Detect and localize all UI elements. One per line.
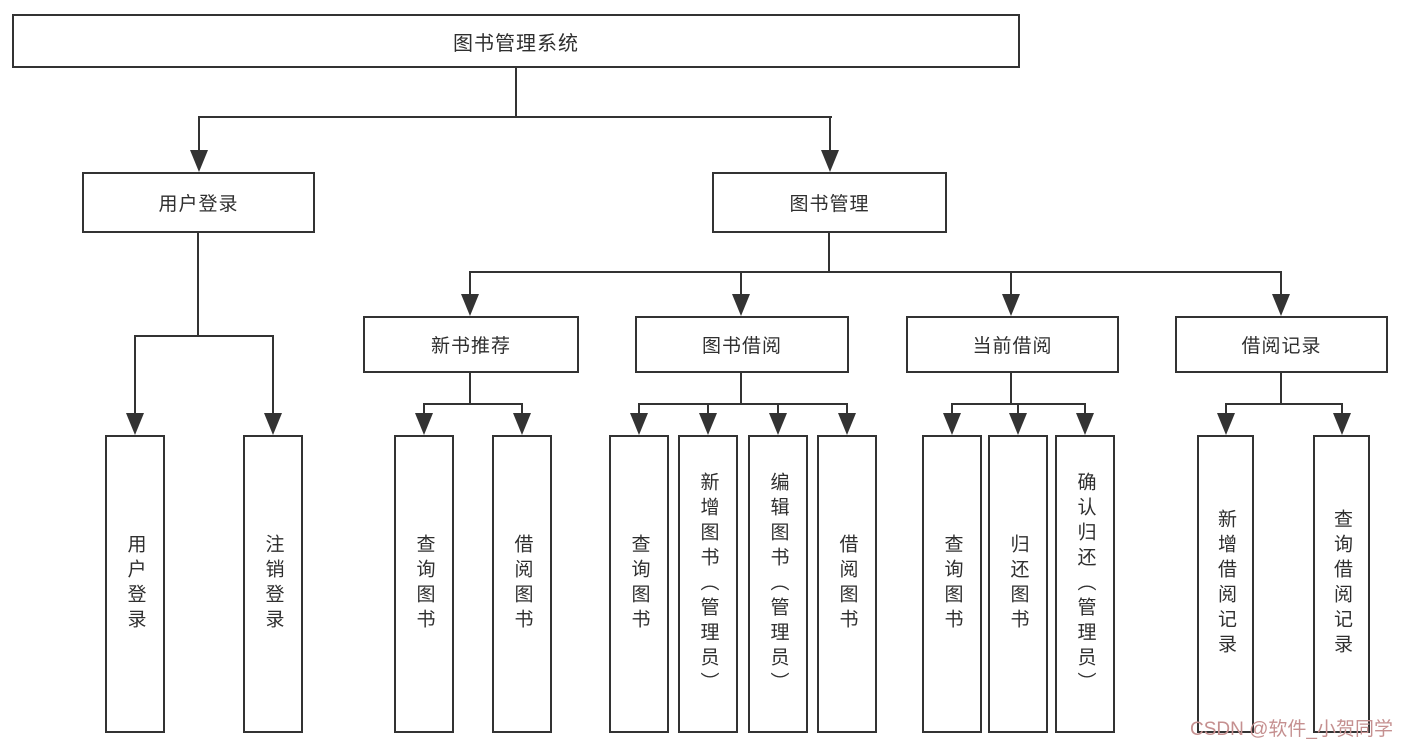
leaf-add-borrow-record: 新增借阅记录 [1197, 435, 1254, 733]
connector-borrowing-c4-stem [846, 403, 848, 415]
arrowhead-edit-books-admin [769, 413, 787, 435]
leaf-logout: 注销登录 [243, 435, 303, 733]
connector-borrowing-bar [638, 403, 848, 405]
node-user-login: 用户登录 [82, 172, 315, 233]
connector-records-c1-stem [1225, 403, 1227, 415]
arrowhead-confirm-return-admin [1076, 413, 1094, 435]
arrowhead-borrow-books-recommend [513, 413, 531, 435]
connector-level2-right-stem [829, 116, 831, 152]
connector-records-stem [1280, 373, 1282, 405]
connector-l3-stem-1 [469, 271, 471, 296]
connector-level3-bar [469, 271, 1282, 273]
connector-user-login-bar [134, 335, 274, 337]
arrowhead-query-books-current [943, 413, 961, 435]
leaf-query-borrow-record: 查询借阅记录 [1313, 435, 1370, 733]
arrowhead-query-books-borrowing [630, 413, 648, 435]
connector-root-stem [515, 68, 517, 118]
arrowhead-current-borrowing [1002, 294, 1020, 316]
connector-borrowing-stem [740, 373, 742, 405]
leaf-borrow-books: 借阅图书 [817, 435, 877, 733]
leaf-query-books-current: 查询图书 [922, 435, 982, 733]
node-current-borrowing: 当前借阅 [906, 316, 1119, 373]
leaf-user-login: 用户登录 [105, 435, 165, 733]
connector-records-bar [1225, 403, 1343, 405]
connector-level2-left-stem [198, 116, 200, 152]
arrowhead-borrow-books [838, 413, 856, 435]
connector-recommend-c1-stem [423, 403, 425, 415]
leaf-query-books-borrowing: 查询图书 [609, 435, 669, 733]
connector-l3-stem-4 [1280, 271, 1282, 296]
leaf-confirm-return-admin: 确认归还（管理员） [1055, 435, 1115, 733]
leaf-return-books: 归还图书 [988, 435, 1048, 733]
connector-borrowing-c2-stem [707, 403, 709, 415]
connector-records-c2-stem [1341, 403, 1343, 415]
arrowhead-add-borrow-record [1217, 413, 1235, 435]
connector-book-management-stem [828, 233, 830, 273]
arrowhead-leaf-logout [264, 413, 282, 435]
connector-l3-stem-3 [1010, 271, 1012, 296]
connector-user-login-c2-stem [272, 335, 274, 415]
node-book-borrowing: 图书借阅 [635, 316, 849, 373]
arrowhead-return-books [1009, 413, 1027, 435]
arrowhead-query-borrow-record [1333, 413, 1351, 435]
leaf-query-books-recommend: 查询图书 [394, 435, 454, 733]
connector-user-login-c1-stem [134, 335, 136, 415]
connector-recommend-c2-stem [521, 403, 523, 415]
connector-current-c1-stem [951, 403, 953, 415]
csdn-watermark: CSDN @软件_小贺同学 [1190, 719, 1393, 740]
connector-level2-bar [198, 116, 832, 118]
node-root-library-management-system: 图书管理系统 [12, 14, 1020, 68]
connector-borrowing-c1-stem [638, 403, 640, 415]
connector-recommend-stem [469, 373, 471, 405]
arrowhead-borrowing-records [1272, 294, 1290, 316]
node-new-book-recommendation: 新书推荐 [363, 316, 579, 373]
connector-current-c2-stem [1017, 403, 1019, 415]
arrowhead-new-book-recommendation [461, 294, 479, 316]
connector-current-stem [1010, 373, 1012, 405]
connector-recommend-bar [423, 403, 523, 405]
arrowhead-add-books-admin [699, 413, 717, 435]
leaf-edit-books-admin: 编辑图书（管理员） [748, 435, 808, 733]
arrowhead-leaf-user-login [126, 413, 144, 435]
arrowhead-book-borrowing [732, 294, 750, 316]
leaf-add-books-admin: 新增图书（管理员） [678, 435, 738, 733]
node-book-management: 图书管理 [712, 172, 947, 233]
connector-user-login-stem [197, 233, 199, 337]
arrowhead-query-books-recommend [415, 413, 433, 435]
connector-current-c3-stem [1084, 403, 1086, 415]
leaf-borrow-books-recommend: 借阅图书 [492, 435, 552, 733]
connector-borrowing-c3-stem [777, 403, 779, 415]
arrowhead-book-management [821, 150, 839, 172]
arrowhead-user-login [190, 150, 208, 172]
connector-l3-stem-2 [740, 271, 742, 296]
node-borrowing-records: 借阅记录 [1175, 316, 1388, 373]
